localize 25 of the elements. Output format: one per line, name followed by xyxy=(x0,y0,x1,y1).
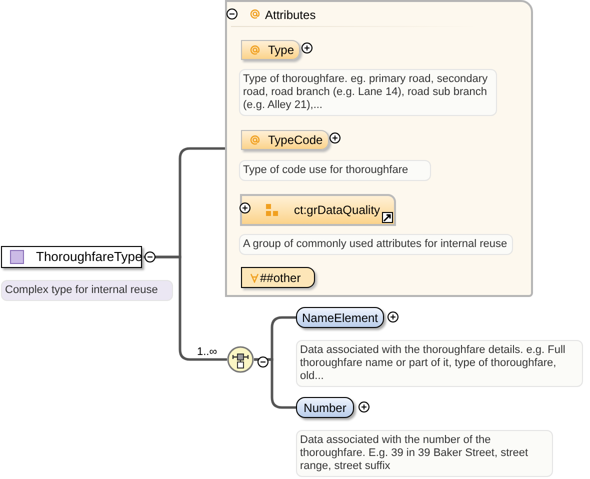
attribute-box xyxy=(241,130,329,150)
complex-type-box xyxy=(1,246,142,268)
description-bubble: Type of thoroughfare. eg. primary road, secondary road, road branch (e.g. Lane 14), road sub branch (e.g. Alley 21),... xyxy=(239,69,497,116)
sequence-compositor xyxy=(227,346,254,373)
node-name: ##other xyxy=(260,270,301,286)
node-name: Number xyxy=(304,400,346,416)
description-bubble: Data associated with the thoroughfare details. e.g. Full thoroughfare name or part of it, type of thoroughfare, old... xyxy=(296,340,583,387)
node-name: TypeCode xyxy=(268,132,323,149)
connector-line xyxy=(142,256,227,361)
description-bubble: Complex type for internal reuse xyxy=(1,280,173,301)
attribute-group-box xyxy=(240,194,396,226)
element-box xyxy=(296,307,384,328)
edge-label: 1..∞ xyxy=(197,346,218,358)
description-bubble: A group of commonly used attributes for internal reuse xyxy=(239,234,513,255)
node-name: ct:grDataQuality xyxy=(294,202,380,219)
element-box xyxy=(296,397,354,418)
connector-line xyxy=(254,358,296,409)
description-bubble: Data associated with the number of the thoroughfare. E.g. 39 in 39 Baker Street, street range, street suffix xyxy=(296,430,553,477)
description-bubble: Type of code use for thoroughfare xyxy=(239,160,431,181)
any-attribute-box xyxy=(241,267,315,288)
node-name: Type xyxy=(268,42,294,59)
attribute-box xyxy=(241,40,300,60)
node-name: NameElement xyxy=(302,310,378,326)
node-name: ThoroughfareType xyxy=(36,248,142,266)
panel-heading: Attributes xyxy=(265,7,316,24)
